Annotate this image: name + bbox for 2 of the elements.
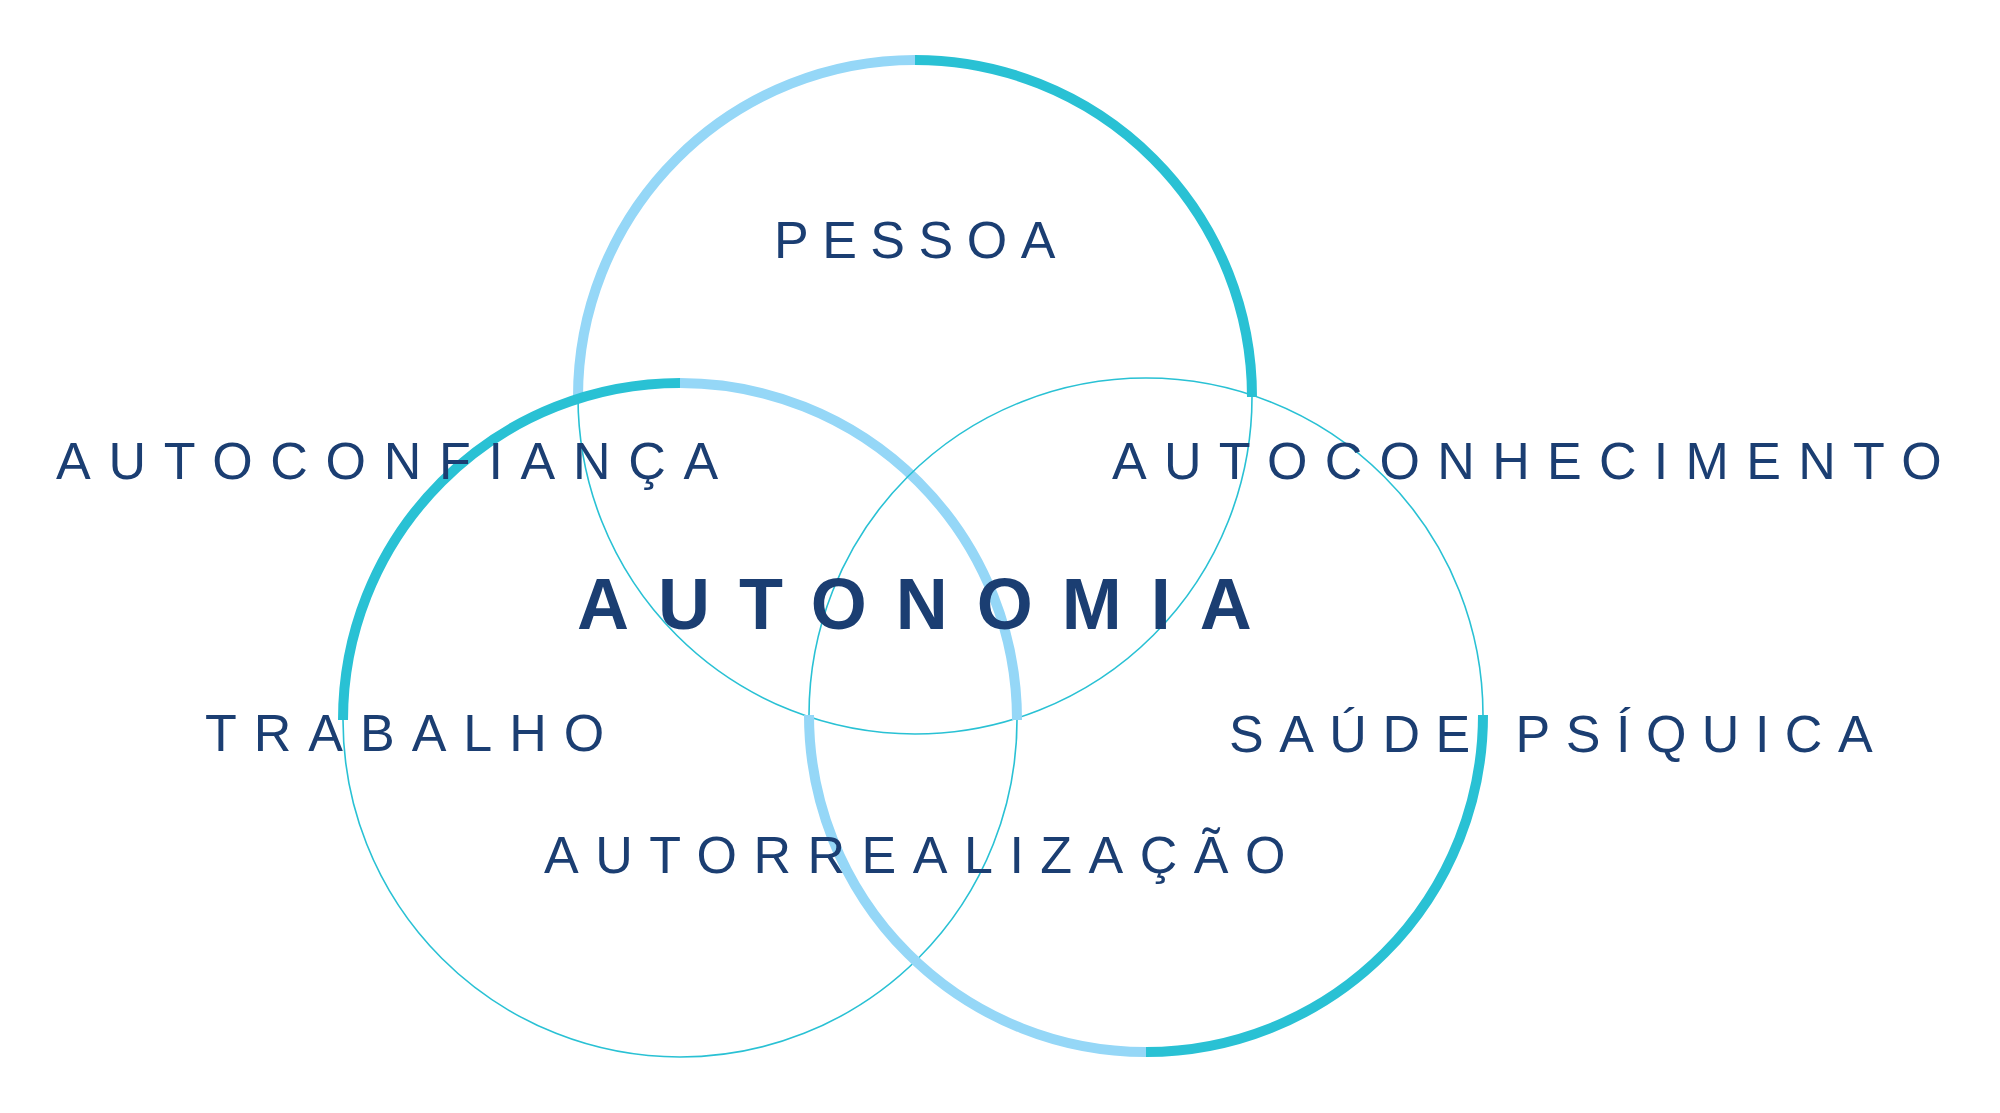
circle-label: SAÚDE PSÍQUICA <box>1229 705 1889 765</box>
circle-label: PESSOA <box>774 211 1069 271</box>
